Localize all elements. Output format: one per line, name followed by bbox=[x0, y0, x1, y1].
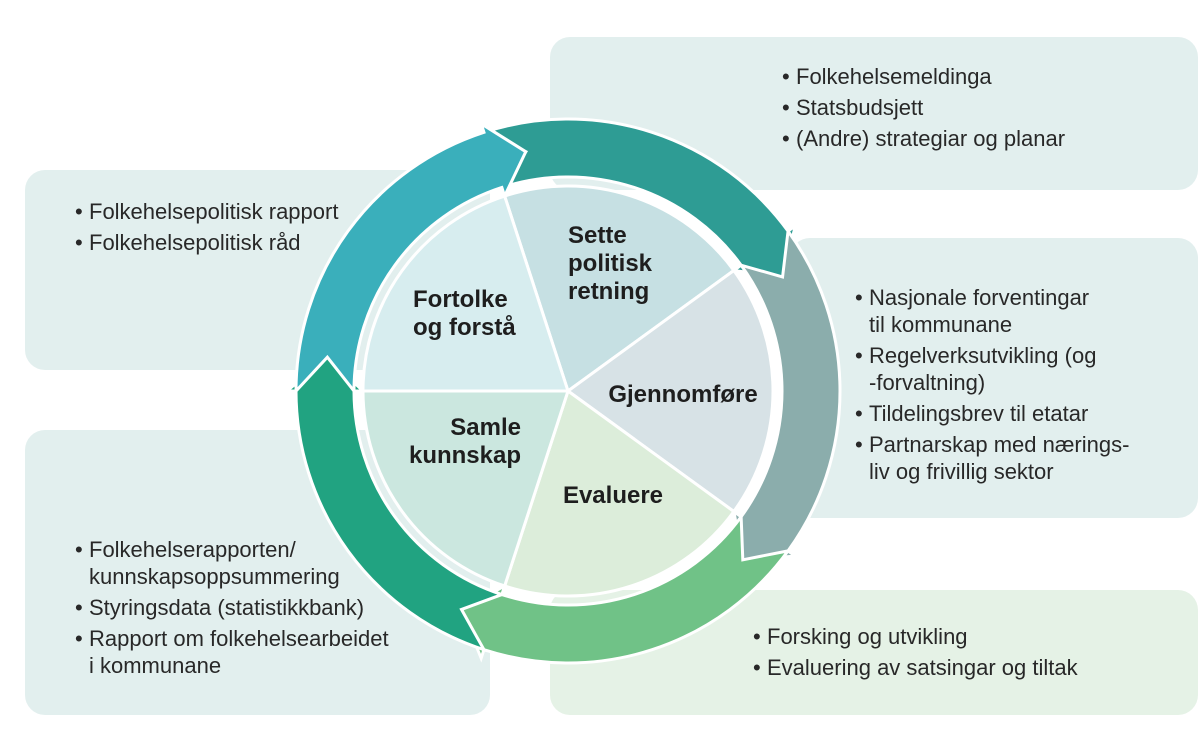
bullet-item: •Partnarskap med nærings- liv og frivill… bbox=[855, 431, 1184, 485]
wheel-slice-sette bbox=[503, 184, 736, 393]
bullet-icon: • bbox=[855, 432, 863, 457]
bullet-item-text: Folkehelsepolitisk rapport bbox=[89, 199, 339, 224]
bullet-item: •Folkehelserapporten/ kunnskapsoppsummer… bbox=[75, 536, 476, 590]
bullet-icon: • bbox=[782, 64, 790, 89]
bullet-item-text: Rapport om folkehelsearbeidet i kommunan… bbox=[89, 626, 389, 678]
bullet-icon: • bbox=[75, 537, 83, 562]
wheel-slice-gjennomfore bbox=[566, 269, 775, 513]
bullet-item: •Folkehelsepolitisk råd bbox=[75, 229, 476, 256]
bullet-list: •Folkehelsemeldinga•Statsbudsjett•(Andre… bbox=[782, 63, 1180, 152]
bullet-item: •Rapport om folkehelsearbeidet i kommuna… bbox=[75, 625, 476, 679]
bullet-item: •Nasjonale forventingar til kommunane bbox=[855, 284, 1184, 338]
bullet-item: •Regelverksutvikling (og -forvaltning) bbox=[855, 342, 1184, 396]
bullet-item: •Evaluering av satsingar og tiltak bbox=[753, 654, 1180, 681]
bullet-item-text: Folkehelserapporten/ kunnskapsoppsummeri… bbox=[89, 537, 340, 589]
bullet-item: •Tildelingsbrev til etatar bbox=[855, 400, 1184, 427]
bullet-item-text: Forsking og utvikling bbox=[767, 624, 968, 649]
bullet-item-text: Regelverksutvikling (og -forvaltning) bbox=[869, 343, 1097, 395]
bullet-icon: • bbox=[75, 626, 83, 651]
bullet-item-text: Nasjonale forventingar til kommunane bbox=[869, 285, 1090, 337]
wheel-slice-samle bbox=[361, 389, 570, 588]
bullet-item-text: (Andre) strategiar og planar bbox=[796, 126, 1066, 151]
info-box-bottom-left: •Folkehelserapporten/ kunnskapsoppsummer… bbox=[25, 430, 490, 715]
bullet-list: •Folkehelsepolitisk rapport•Folkehelsepo… bbox=[75, 198, 476, 256]
bullet-list: •Forsking og utvikling•Evaluering av sat… bbox=[753, 623, 1180, 681]
bullet-icon: • bbox=[855, 343, 863, 368]
wheel-slice-fortolke bbox=[361, 194, 570, 393]
bullet-icon: • bbox=[75, 595, 83, 620]
bullet-item: •Statsbudsjett bbox=[782, 94, 1180, 121]
info-box-right: •Nasjonale forventingar til kommunane•Re… bbox=[790, 238, 1198, 518]
bullet-list: •Nasjonale forventingar til kommunane•Re… bbox=[855, 284, 1184, 485]
bullet-item-text: Folkehelsemeldinga bbox=[796, 64, 992, 89]
bullet-icon: • bbox=[855, 285, 863, 310]
bullet-item-text: Evaluering av satsingar og tiltak bbox=[767, 655, 1078, 680]
bullet-icon: • bbox=[782, 126, 790, 151]
wheel-slice-evaluere bbox=[503, 389, 736, 598]
bullet-icon: • bbox=[75, 199, 83, 224]
bullet-item: •Folkehelsepolitisk rapport bbox=[75, 198, 476, 225]
bullet-item-text: Tildelingsbrev til etatar bbox=[869, 401, 1089, 426]
bullet-icon: • bbox=[855, 401, 863, 426]
bullet-icon: • bbox=[782, 95, 790, 120]
bullet-item-text: Folkehelsepolitisk råd bbox=[89, 230, 301, 255]
bullet-item: •Folkehelsemeldinga bbox=[782, 63, 1180, 90]
bullet-item-text: Styringsdata (statistikkbank) bbox=[89, 595, 365, 620]
bullet-icon: • bbox=[753, 655, 761, 680]
bullet-item-text: Partnarskap med nærings- liv og frivilli… bbox=[869, 432, 1130, 484]
wheel-slice-label-gjennomfore: Gjennomføre bbox=[608, 381, 757, 408]
bullet-list: •Folkehelserapporten/ kunnskapsoppsummer… bbox=[75, 536, 476, 679]
bullet-item: •Styringsdata (statistikkbank) bbox=[75, 594, 476, 621]
wheel-arrow-fortolke bbox=[294, 120, 528, 396]
bullet-icon: • bbox=[753, 624, 761, 649]
wheel-slice-label-evaluere: Evaluere bbox=[563, 482, 663, 509]
bullet-item-text: Statsbudsjett bbox=[796, 95, 924, 120]
bullet-item: •(Andre) strategiar og planar bbox=[782, 125, 1180, 152]
bullet-item: •Forsking og utvikling bbox=[753, 623, 1180, 650]
bullet-icon: • bbox=[75, 230, 83, 255]
